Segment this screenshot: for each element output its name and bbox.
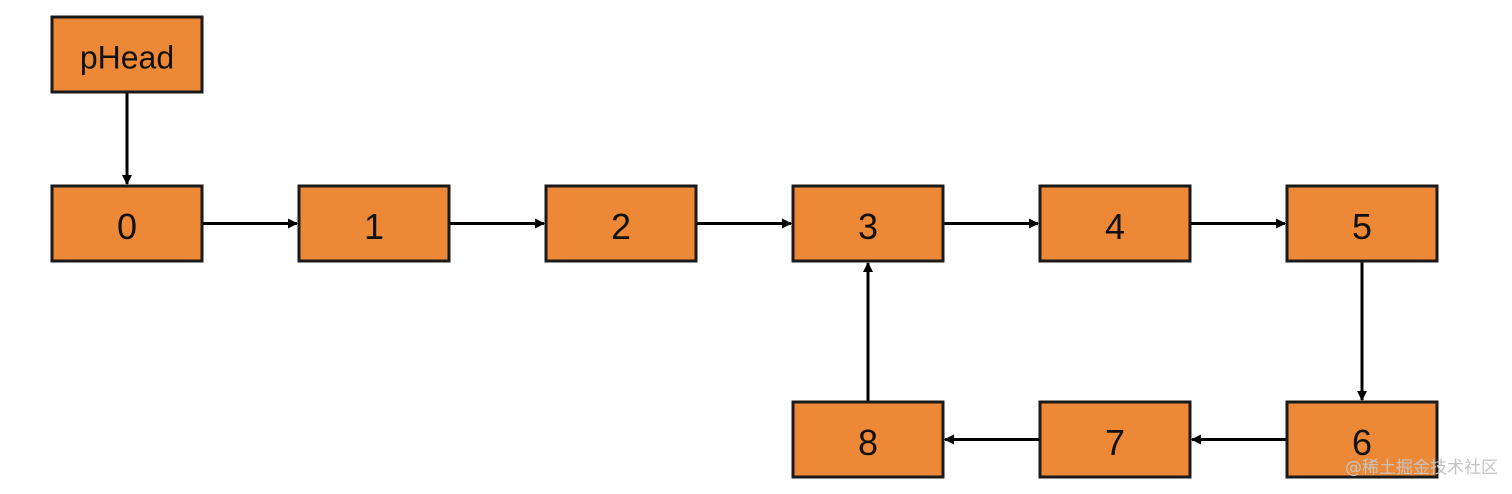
list-node-1-label: 1 xyxy=(364,206,384,247)
list-node-8-box xyxy=(791,400,945,479)
watermark: @稀土掘金技术社区 xyxy=(1345,458,1498,478)
list-node-2: 2 xyxy=(544,184,698,263)
list-node-4: 4 xyxy=(1038,184,1192,263)
head-pointer-node-label: pHead xyxy=(80,40,174,76)
list-node-4-box xyxy=(1038,184,1192,263)
list-node-2-box xyxy=(544,184,698,263)
head-pointer-node: pHead xyxy=(50,15,204,94)
list-node-7-label: 7 xyxy=(1105,422,1125,463)
list-node-3-box xyxy=(791,184,945,263)
list-node-3-label: 3 xyxy=(858,206,878,247)
list-node-7: 7 xyxy=(1038,400,1192,479)
list-node-1-box xyxy=(297,184,451,263)
list-node-0-label: 0 xyxy=(117,206,137,247)
list-node-3: 3 xyxy=(791,184,945,263)
list-node-8: 8 xyxy=(791,400,945,479)
list-node-5: 5 xyxy=(1285,184,1439,263)
list-node-2-label: 2 xyxy=(611,206,631,247)
list-node-4-label: 4 xyxy=(1105,206,1125,247)
list-node-0: 0 xyxy=(50,184,204,263)
head-pointer-node-box xyxy=(50,15,204,94)
list-node-5-label: 5 xyxy=(1352,206,1372,247)
list-node-5-box xyxy=(1285,184,1439,263)
list-node-1: 1 xyxy=(297,184,451,263)
list-node-6-label: 6 xyxy=(1352,422,1372,463)
list-node-7-box xyxy=(1038,400,1192,479)
list-node-0-box xyxy=(50,184,204,263)
list-node-6: 6 xyxy=(1285,400,1439,479)
list-node-6-box xyxy=(1285,400,1439,479)
list-node-8-label: 8 xyxy=(858,422,878,463)
